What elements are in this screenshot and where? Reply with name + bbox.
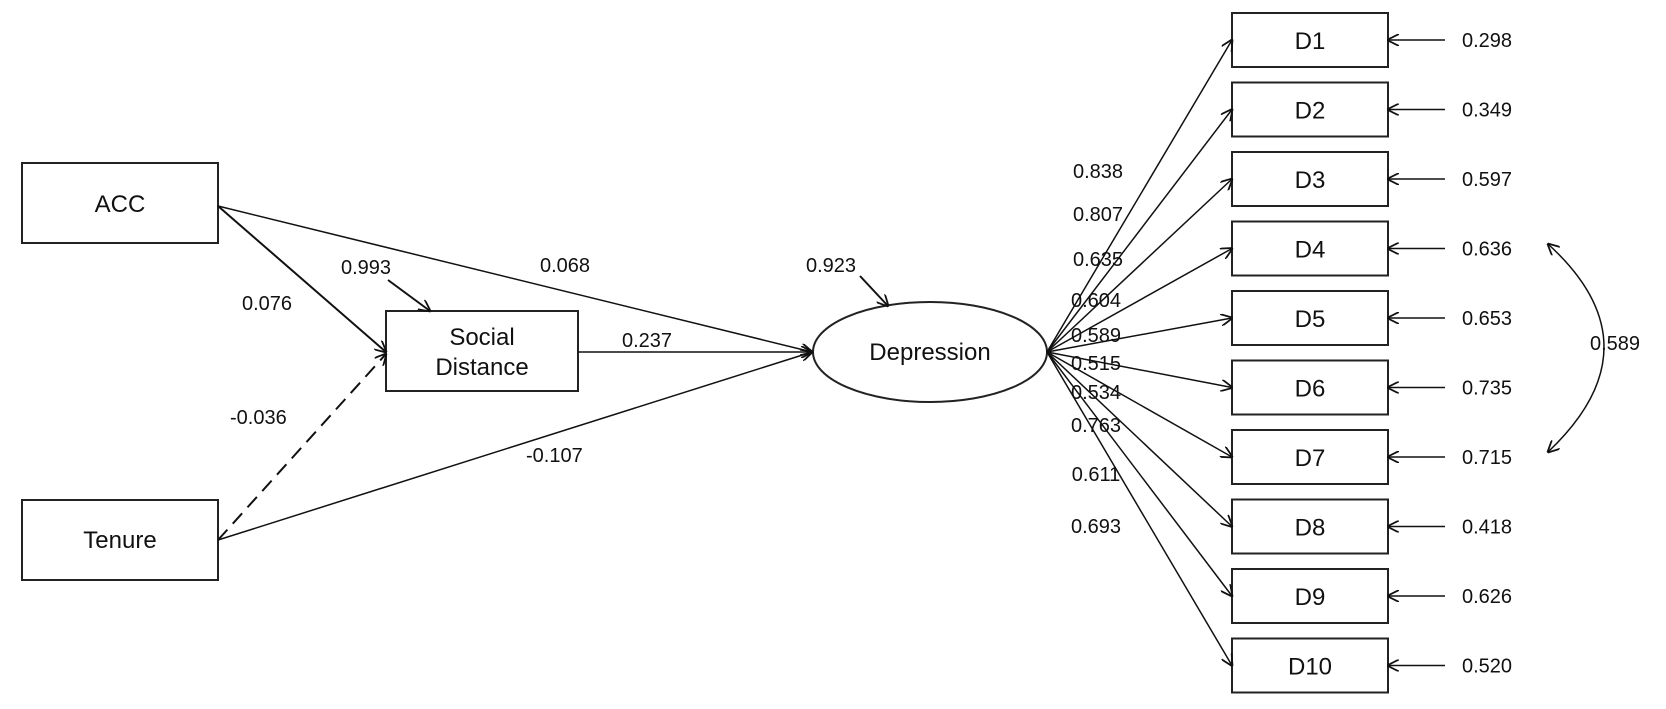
error-d3: 0.597 [1462, 169, 1512, 191]
node-social-distance-label-line2: Distance [435, 354, 528, 381]
coef-error-covariance: 0.589 [1590, 333, 1640, 355]
item-d4: D4 [1231, 220, 1389, 277]
loading-path-d4 [1046, 249, 1232, 353]
coef-social-to-depression: 0.237 [622, 330, 672, 352]
path-acc-to-social [217, 205, 386, 352]
item-d8-label: D8 [1295, 515, 1326, 542]
item-d8: D8 [1231, 498, 1389, 555]
node-depression: Depression [812, 301, 1048, 403]
path-tenure-to-social [217, 354, 386, 541]
item-d7: D7 [1231, 429, 1389, 485]
path-acc-to-depression [217, 205, 812, 352]
loading-d10: 0.693 [1071, 516, 1121, 538]
coef-acc-to-social: 0.076 [242, 293, 292, 315]
residual-social-distance [387, 279, 430, 311]
error-d6: 0.735 [1462, 378, 1512, 400]
item-d1-label: D1 [1295, 28, 1326, 55]
error-d10: 0.520 [1462, 656, 1512, 678]
loading-d5: 0.589 [1071, 325, 1121, 347]
residual-depression [859, 275, 888, 306]
loading-path-d2 [1046, 110, 1232, 353]
coef-acc-to-depression: 0.068 [540, 255, 590, 277]
item-d6-label: D6 [1295, 376, 1326, 403]
error-d2: 0.349 [1462, 100, 1512, 122]
item-d2: D2 [1231, 81, 1389, 138]
loading-path-d6 [1046, 351, 1232, 388]
item-d9-label: D9 [1295, 584, 1326, 611]
loading-path-d3 [1046, 179, 1232, 353]
loading-d9: 0.611 [1072, 464, 1121, 486]
item-d4-label: D4 [1295, 237, 1326, 264]
loading-d3: 0.635 [1073, 249, 1123, 271]
error-d8: 0.418 [1462, 517, 1512, 539]
loading-path-d7 [1046, 351, 1232, 457]
coef-depression-residual: 0.923 [806, 255, 856, 277]
error-d1: 0.298 [1462, 30, 1512, 52]
loading-path-d1 [1046, 40, 1232, 353]
loading-path-d5 [1046, 318, 1232, 353]
loading-d6: 0.515 [1071, 353, 1121, 375]
item-d2-label: D2 [1295, 98, 1326, 125]
coef-tenure-to-depression: -0.107 [526, 445, 583, 467]
item-d3-label: D3 [1295, 167, 1326, 194]
node-social-distance: Social Distance [385, 310, 579, 392]
item-d10-label: D10 [1288, 654, 1332, 681]
coef-tenure-to-social: -0.036 [230, 407, 287, 429]
node-acc: ACC [21, 162, 219, 244]
item-d1: D1 [1231, 12, 1389, 68]
node-depression-label: Depression [869, 339, 990, 366]
item-d5: D5 [1231, 290, 1389, 346]
item-d6: D6 [1231, 359, 1389, 416]
error-d7: 0.715 [1462, 447, 1512, 469]
node-acc-label: ACC [95, 191, 146, 218]
item-d7-label: D7 [1295, 445, 1326, 472]
loading-d8: 0.763 [1071, 415, 1121, 437]
item-d10: D10 [1231, 637, 1389, 694]
loading-path-d10 [1046, 351, 1232, 666]
error-d5: 0.653 [1462, 308, 1512, 330]
node-tenure-label: Tenure [83, 527, 156, 554]
item-d3: D3 [1231, 151, 1389, 207]
loading-d1: 0.838 [1073, 161, 1123, 183]
loading-d4: 0.604 [1071, 290, 1121, 312]
loading-d2: 0.807 [1073, 204, 1123, 226]
item-d5-label: D5 [1295, 306, 1326, 333]
path-tenure-to-depression [217, 352, 812, 541]
loading-d7: 0.534 [1071, 382, 1121, 404]
error-d4: 0.636 [1462, 239, 1512, 261]
item-d9: D9 [1231, 568, 1389, 624]
error-covariance-d4-d7 [1548, 244, 1605, 452]
loading-path-d8 [1046, 351, 1232, 527]
loading-path-d9 [1046, 351, 1232, 596]
coef-social-residual: 0.993 [341, 257, 391, 279]
error-d9: 0.626 [1462, 586, 1512, 608]
node-social-distance-label-line1: Social [449, 324, 514, 351]
node-tenure: Tenure [21, 499, 219, 581]
